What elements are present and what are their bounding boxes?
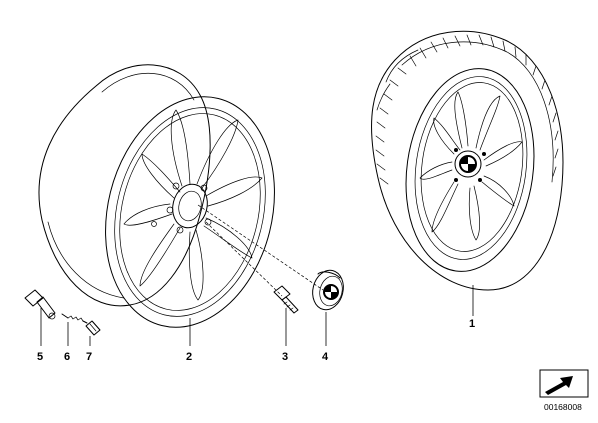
callout-2[interactable]: 2 [186,351,192,363]
callout-1[interactable]: 1 [469,318,475,330]
bmw-roundel-icon [459,155,477,173]
document-arrow-icon [539,369,589,398]
valve-cap[interactable] [85,320,101,336]
wheel-bolt[interactable] [273,285,299,314]
callout-6[interactable]: 6 [64,351,70,363]
hub-cap[interactable] [309,267,348,313]
callout-5[interactable]: 5 [37,351,43,363]
document-id: 00168008 [544,402,582,412]
callout-4[interactable]: 4 [322,351,329,363]
valve-core[interactable] [61,313,88,324]
valve-stem[interactable] [24,289,56,320]
bmw-roundel-icon [323,284,339,300]
callout-3[interactable]: 3 [282,351,288,363]
alloy-rim[interactable] [38,64,298,346]
leader-lines [40,285,474,346]
tire-assembly[interactable] [371,30,564,291]
callout-7[interactable]: 7 [86,351,92,363]
